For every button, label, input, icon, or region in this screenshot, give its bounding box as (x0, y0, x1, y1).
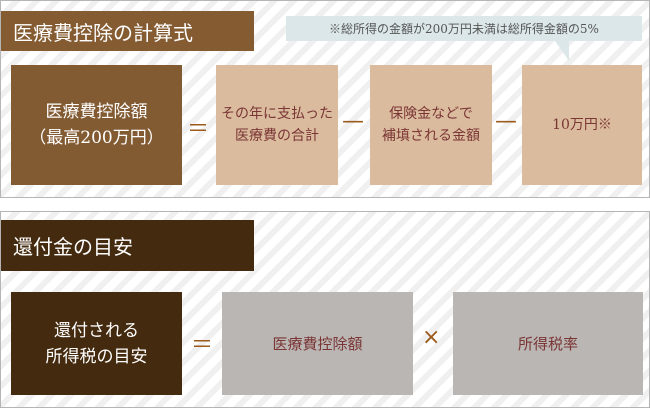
note-bubble: ※総所得の金額が200万円未満は総所得金額の5% (286, 16, 642, 61)
multiply-sign: × (422, 325, 441, 350)
section-title: 医療費控除の計算式 (1, 11, 254, 51)
term-box: 医療費控除額 (222, 292, 413, 395)
equals-sign: ＝ (191, 333, 214, 358)
minus-sign: — (342, 109, 364, 134)
term-box: その年に支払った医療費の合計 (216, 65, 338, 185)
term-line: その年に支払った (221, 106, 333, 122)
result-line: 還付される (54, 320, 139, 341)
result-line: 所得税の目安 (45, 346, 148, 367)
section-title: 還付金の目安 (1, 220, 254, 271)
term-line: 保険金などで (389, 106, 473, 122)
term-box: 10万円※ (522, 65, 642, 185)
equals-sign: ＝ (187, 117, 210, 142)
refund-estimate-panel: 還付金の目安 還付される所得税の目安 ＝ 医療費控除額 × 所得税率 (0, 211, 650, 408)
deduction-formula-panel: 医療費控除の計算式 ※総所得の金額が200万円未満は総所得金額の5% 医療費控除… (0, 0, 650, 198)
term-box: 保険金などで補填される金額 (370, 65, 492, 185)
term-box: 所得税率 (453, 292, 643, 395)
result-box: 還付される所得税の目安 (11, 292, 182, 395)
term-line: 医療費の合計 (235, 128, 319, 144)
result-box: 医療費控除額 （最高200万円） (11, 65, 182, 185)
result-line: 医療費控除額 (45, 102, 148, 122)
minus-sign: — (495, 109, 517, 134)
result-line: （最高200万円） (29, 128, 164, 148)
term-line: 補填される金額 (382, 128, 480, 144)
